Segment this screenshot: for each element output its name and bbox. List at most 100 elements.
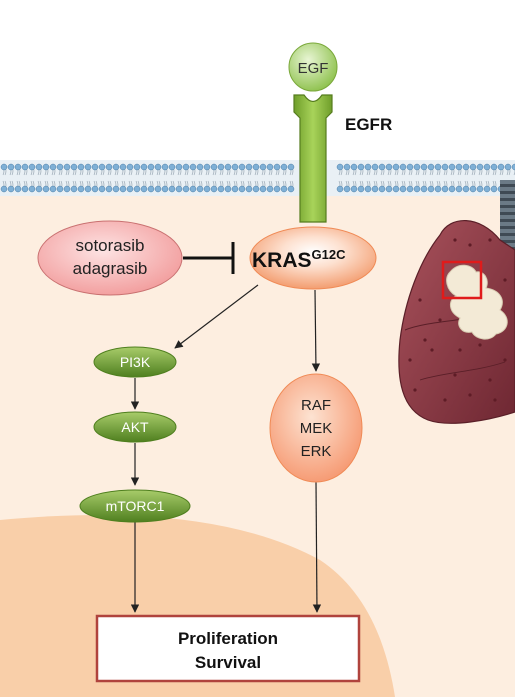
lipid-head [140, 163, 148, 171]
lipid-head [196, 163, 204, 171]
lipid-head [217, 163, 225, 171]
lipid-head [427, 185, 435, 193]
lipid-head [21, 163, 29, 171]
lung-spot [493, 398, 497, 402]
akt-label: AKT [121, 419, 149, 435]
lipid-head [161, 163, 169, 171]
lipid-head [420, 185, 428, 193]
lipid-head [7, 185, 15, 193]
lipid-head [343, 163, 351, 171]
pathway-arrows [130, 284, 322, 613]
kras-label: KRASG12C [252, 247, 346, 272]
lung-illustration [398, 180, 515, 424]
lipid-head [252, 163, 260, 171]
lipid-head [357, 163, 365, 171]
lipid-head [245, 163, 253, 171]
lipid-head [21, 185, 29, 193]
lipid-head [448, 163, 456, 171]
akt-node: AKT [93, 411, 177, 443]
lipid-head [168, 185, 176, 193]
lung-fissure-lower [419, 361, 506, 381]
lipid-head [280, 185, 288, 193]
trachea-ring [500, 205, 515, 208]
lipid-head [133, 163, 141, 171]
lipid-head [154, 185, 162, 193]
lipid-head [413, 163, 421, 171]
lung-spot [478, 343, 482, 347]
lipid-head [350, 185, 358, 193]
lipid-head [273, 163, 281, 171]
lipid-head [14, 185, 22, 193]
lipid-head [273, 185, 281, 193]
lipid-head [175, 163, 183, 171]
outcome-line-1: Proliferation [178, 629, 278, 648]
lipid-head [224, 185, 232, 193]
kras-node: KRASG12C [249, 226, 377, 290]
lung-spot [468, 393, 472, 397]
extracellular-space [0, 0, 515, 160]
lipid-head [371, 185, 379, 193]
lung-spot [458, 348, 462, 352]
lipid-head [70, 163, 78, 171]
lipid-head [217, 185, 225, 193]
lipid-head [238, 185, 246, 193]
egf-ligand: EGF [288, 42, 338, 92]
trachea-ring [500, 240, 515, 243]
lipid-head [147, 163, 155, 171]
lipid-head [378, 163, 386, 171]
lipid-head [140, 185, 148, 193]
lipid-head [210, 185, 218, 193]
lung-spot [488, 378, 492, 382]
lipid-head [133, 185, 141, 193]
lipid-head [392, 185, 400, 193]
lung-spot [408, 358, 412, 362]
outcome-line-2: Survival [195, 653, 261, 672]
lipid-head [231, 185, 239, 193]
lipid-head [336, 163, 344, 171]
lipid-head [392, 163, 400, 171]
lipid-head [175, 185, 183, 193]
lipid-head [497, 163, 505, 171]
lipid-head [189, 185, 197, 193]
lung-spot [423, 338, 427, 342]
trachea-ring [500, 212, 515, 215]
trachea-ring [500, 198, 515, 201]
lipid-head [399, 163, 407, 171]
lipid-head [224, 163, 232, 171]
lipid-head [126, 163, 134, 171]
lipid-head [462, 185, 470, 193]
lipid-head [91, 185, 99, 193]
lipid-head [385, 185, 393, 193]
lipid-head [427, 163, 435, 171]
lipid-head [483, 185, 491, 193]
lipid-head [259, 163, 267, 171]
lipid-head [420, 163, 428, 171]
lipid-head [364, 185, 372, 193]
lipid-head [28, 163, 36, 171]
lipid-head [385, 163, 393, 171]
lipid-head [434, 163, 442, 171]
lipid-head [63, 185, 71, 193]
lipid-head [105, 163, 113, 171]
lipid-head [49, 163, 57, 171]
pi3k-label: PI3K [120, 354, 151, 370]
lipid-head [35, 163, 43, 171]
erk-label: ERK [301, 443, 332, 460]
lipid-head [84, 185, 92, 193]
trachea-ring [500, 226, 515, 229]
lung-spot [468, 243, 472, 247]
lipid-head [7, 163, 15, 171]
lung-spot [453, 238, 457, 242]
trachea-ring [500, 191, 515, 194]
lipid-head [455, 163, 463, 171]
lipid-head [77, 185, 85, 193]
outcome-box: Proliferation Survival [95, 614, 361, 683]
lipid-head [42, 163, 50, 171]
lipid-head [0, 163, 8, 171]
lipid-head [28, 185, 36, 193]
lipid-head [119, 163, 127, 171]
lipid-head [266, 185, 274, 193]
lung-spot [503, 358, 507, 362]
